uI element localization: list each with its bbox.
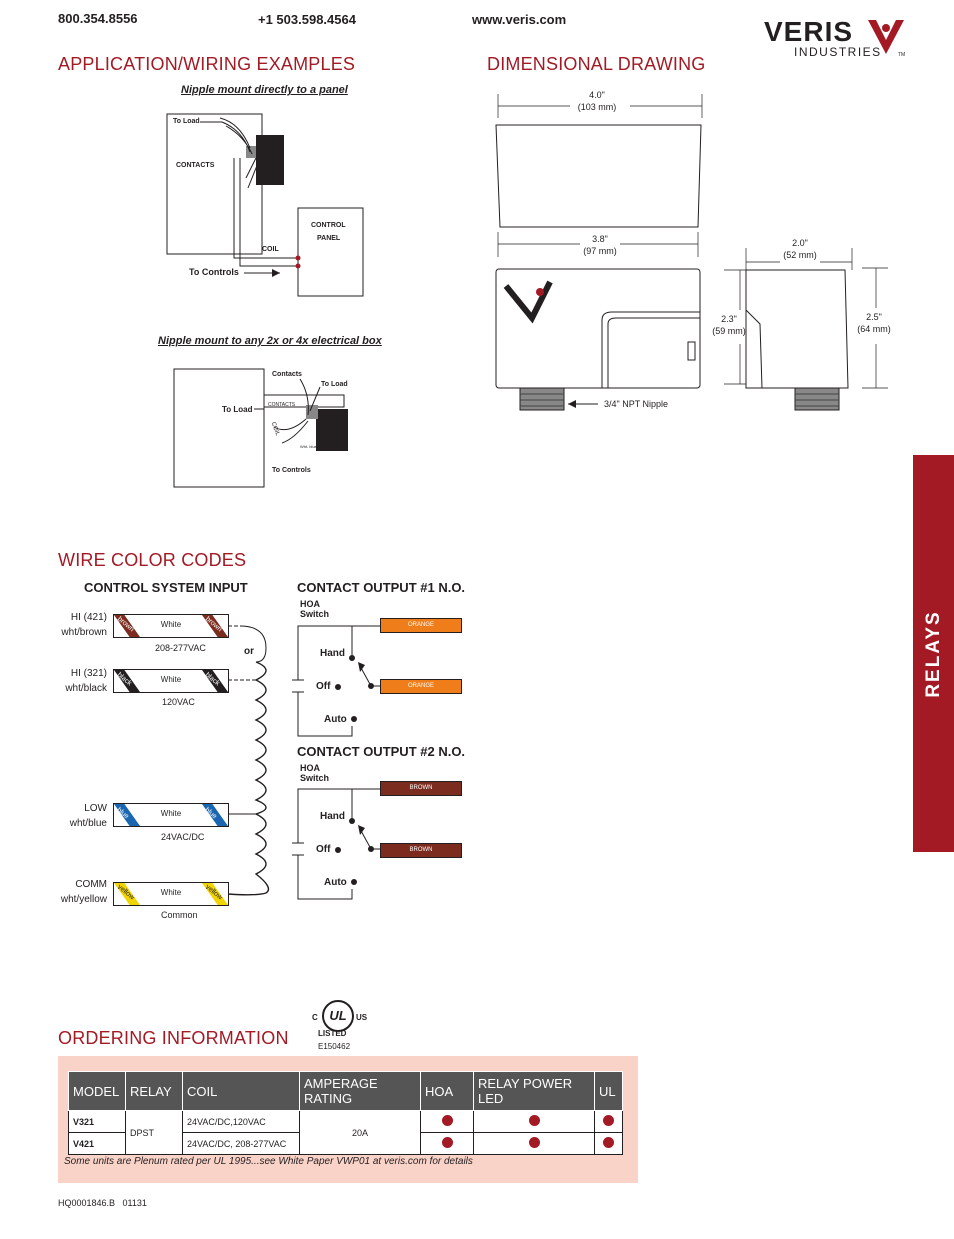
dimensional-title: DIMENSIONAL DRAWING (487, 54, 706, 74)
website[interactable]: www.veris.com (472, 12, 567, 27)
d2-to-load-right: To Load (321, 381, 348, 388)
ordering-title: ORDERING INFORMATION (58, 1028, 289, 1048)
d2-to-load-left: To Load (222, 405, 253, 414)
out2-wire-2: BROWN (380, 843, 462, 858)
wiring-diagram-panel (166, 113, 364, 297)
d1-contacts: CONTACTS (176, 162, 215, 169)
hoa-dot (441, 1115, 453, 1126)
d1-to-load: To Load (173, 118, 200, 125)
hoa-dot (441, 1137, 453, 1148)
ordering-note: Some units are Plenum rated per UL 1995.… (64, 1156, 473, 1167)
or-label: or (244, 646, 254, 657)
dimensional-drawing (495, 94, 888, 411)
volt-common: Common (161, 910, 198, 920)
d2-to-controls: To Controls (272, 467, 311, 474)
d2-white-blue: Wht. blue (300, 444, 317, 449)
wire-yellow: yellow White yellow (113, 882, 229, 906)
table-row: V321 DPST 24VAC/DC,120VAC 20A (68, 1110, 623, 1155)
coil-diagram (227, 625, 270, 896)
out1-switch-diagram (292, 625, 380, 737)
logo-sub: INDUSTRIES (794, 45, 882, 59)
ordering-table: MODEL RELAY COIL AMPERAGE RATING HOA REL… (68, 1071, 623, 1155)
dim-height-2: 2.5"(64 mm) (857, 312, 891, 334)
out2-off: Off (316, 844, 331, 855)
phone-2: +1 503.598.4564 (258, 12, 356, 27)
out1-hand: Hand (320, 648, 345, 659)
d1-panel: PANEL (317, 235, 341, 242)
input-hi421-label: HI (421)wht/brown (61, 612, 107, 638)
veris-logo: VERIS INDUSTRIES TM (764, 16, 914, 62)
control-input-title: CONTROL SYSTEM INPUT (84, 580, 248, 595)
ul-file-number: E150462 (318, 1042, 351, 1051)
dim-side-width: 2.0"(52 mm) (783, 238, 817, 260)
volt-120: 120VAC (162, 697, 195, 707)
dim-top-width: 4.0"(103 mm) (577, 90, 617, 112)
relays-side-tab: RELAYS (913, 455, 954, 852)
out2-switch-diagram (292, 788, 380, 900)
out2-auto: Auto (324, 877, 347, 888)
ul-dot (603, 1115, 614, 1126)
d1-to-controls: To Controls (189, 267, 239, 277)
d1-coil: COIL (262, 246, 279, 253)
veris-v-icon (868, 20, 904, 54)
wiring-caption-1: Nipple mount directly to a panel (181, 84, 348, 96)
out2-title: CONTACT OUTPUT #2 N.O. (297, 744, 466, 759)
out2-wire-1: BROWN (380, 781, 462, 796)
logo-tm: TM (898, 52, 906, 58)
volt-24: 24VAC/DC (161, 832, 205, 842)
d2-contacts: Contacts (272, 371, 302, 378)
dim-height-1: 2.3"(59 mm) (712, 314, 746, 336)
led-dot (528, 1137, 540, 1148)
out1-wire-1: ORANGE (380, 618, 462, 633)
d2-contacts-caps: CONTACTS (268, 402, 296, 408)
out2-hand: Hand (320, 811, 345, 822)
d1-control: CONTROL (311, 222, 346, 229)
wiring-diagram-box (173, 368, 348, 488)
logo-name: VERIS (764, 16, 854, 47)
phone-1: 800.354.8556 (58, 11, 138, 26)
wire-black: black White black (113, 669, 229, 693)
ul-dot (603, 1137, 614, 1148)
dim-front-width: 3.8"(97 mm) (583, 234, 617, 256)
out1-auto: Auto (324, 714, 347, 725)
dim-nipple: 3/4" NPT Nipple (604, 399, 669, 409)
out1-off: Off (316, 681, 331, 692)
input-hi321-label: HI (321)wht/black (65, 668, 107, 694)
doc-code: HQ0001846.B 01131 (58, 1198, 147, 1208)
out1-title: CONTACT OUTPUT #1 N.O. (297, 580, 466, 595)
ul-circle-icon: UL (322, 1000, 354, 1032)
volt-208-277: 208-277VAC (155, 643, 206, 653)
wire-brown: brown White brown (113, 614, 229, 638)
wiring-caption-2: Nipple mount to any 2x or 4x electrical … (158, 335, 382, 347)
wire-blue: blue White blue (113, 803, 229, 827)
ul-listed-logo: C UL US LISTED (310, 995, 367, 1039)
wire-color-title: WIRE COLOR CODES (58, 550, 247, 570)
app-wiring-title: APPLICATION/WIRING EXAMPLES (58, 54, 356, 74)
out1-wire-2: ORANGE (380, 679, 462, 694)
led-dot (528, 1115, 540, 1126)
table-row: V421 24VAC/DC, 208-277VAC (68, 1132, 623, 1155)
table-header: MODEL RELAY COIL AMPERAGE RATING HOA REL… (68, 1071, 623, 1111)
